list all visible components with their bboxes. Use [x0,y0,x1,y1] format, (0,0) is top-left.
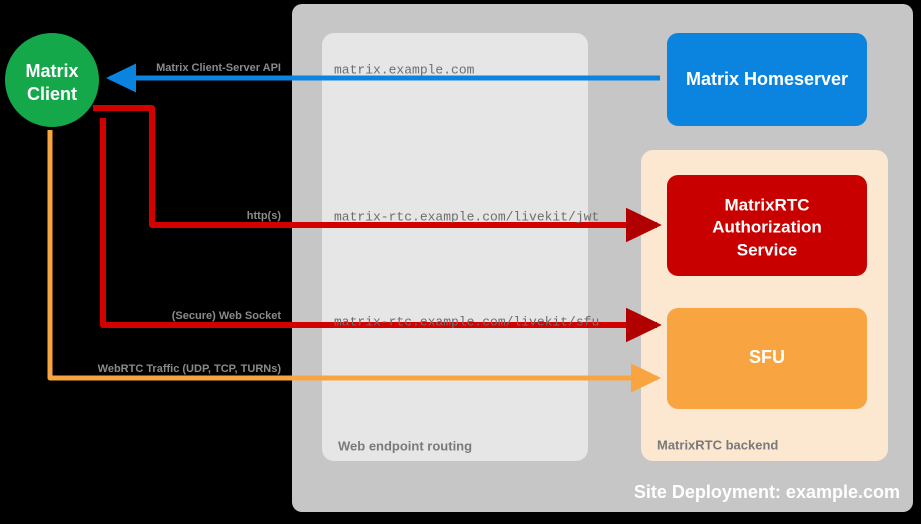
edge-webrtc-traffic [47,130,662,393]
node-matrixrtc-authorization-service[interactable]: MatrixRTC Authorization Service [667,175,867,276]
endpoint-label-matrix-example-com: matrix.example.com [334,62,475,77]
site-deployment-label: Site Deployment: example.com [634,482,900,502]
node-matrix-client[interactable]: Matrix Client [5,33,99,127]
node-authorization-service-label-line-1: MatrixRTC [724,195,809,214]
endpoint-label-livekit-sfu: matrix-rtc.example.com/livekit/sfu [334,314,599,329]
edge-label-matrix-client-server-api: Matrix Client-Server API [156,62,281,74]
matrixrtc-backend-label: MatrixRTC backend [657,437,778,452]
node-sfu-label: SFU [749,347,785,367]
edge-label-secure-web-socket: (Secure) Web Socket [172,310,282,322]
edge-label-webrtc-traffic: WebRTC Traffic (UDP, TCP, TURNs) [98,363,282,375]
node-matrix-homeserver[interactable]: Matrix Homeserver [667,33,867,126]
edge-label-http-jwt: http(s) [247,210,282,222]
node-sfu[interactable]: SFU [667,308,867,409]
web-endpoint-routing-label: Web endpoint routing [338,438,472,453]
node-authorization-service-label-line-3: Service [737,240,798,259]
web-endpoint-routing-panel [322,33,588,461]
node-authorization-service-label-line-2: Authorization [712,217,822,236]
edge-secure-web-socket [100,118,662,343]
edge-http-jwt [93,105,662,243]
node-matrix-client-label-line-2: Client [27,84,77,104]
node-matrix-homeserver-label: Matrix Homeserver [686,69,848,89]
endpoint-label-livekit-jwt: matrix-rtc.example.com/livekit/jwt [334,209,599,224]
node-matrix-client-label-line-1: Matrix [25,61,78,81]
